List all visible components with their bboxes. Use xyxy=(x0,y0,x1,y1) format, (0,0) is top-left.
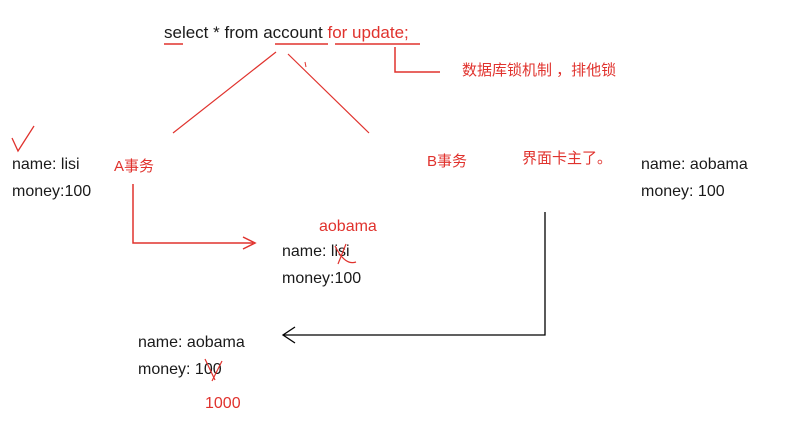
strike-lisi-2 xyxy=(337,243,347,265)
arrow-b-head-icon xyxy=(281,326,296,344)
transaction-b-label: B事务 xyxy=(427,153,468,170)
sql-query-prefix: select * from account xyxy=(164,23,323,42)
branch-tick xyxy=(304,61,307,68)
branch-line-a xyxy=(172,51,277,134)
record-right-name: name: aobama xyxy=(641,156,748,173)
record-bottom-money: money: 100 xyxy=(138,361,222,378)
branch-line-b xyxy=(287,53,370,134)
record-left-money: money:100 xyxy=(12,183,92,200)
strike-100-a xyxy=(204,358,216,381)
lock-note-connector xyxy=(394,47,440,73)
arrow-a-head-icon xyxy=(242,236,257,250)
record-middle-name: name: lisi xyxy=(282,243,350,260)
record-bottom-name: name: aobama xyxy=(138,334,245,351)
record-bottom-annotation: 1000 xyxy=(205,395,241,412)
record-left-name: name: lisi xyxy=(12,156,80,173)
arrow-b-shaft xyxy=(284,212,546,336)
sql-for-update: for update; xyxy=(327,23,409,42)
record-middle-money: money:100 xyxy=(282,270,362,287)
arrow-a-shaft xyxy=(132,184,253,244)
check-mark-icon xyxy=(11,125,35,153)
sql-query: select * from account for update; xyxy=(164,24,409,41)
record-middle-annotation: aobama xyxy=(319,218,377,235)
record-right-money: money: 100 xyxy=(641,183,725,200)
strike-lisi xyxy=(334,245,357,264)
strike-100-b xyxy=(211,360,223,382)
transaction-a-label: A事务 xyxy=(114,158,155,175)
lock-note: 数据库锁机制 ，排他锁 xyxy=(462,62,617,79)
transaction-b-note: 界面卡主了。 xyxy=(522,150,613,167)
